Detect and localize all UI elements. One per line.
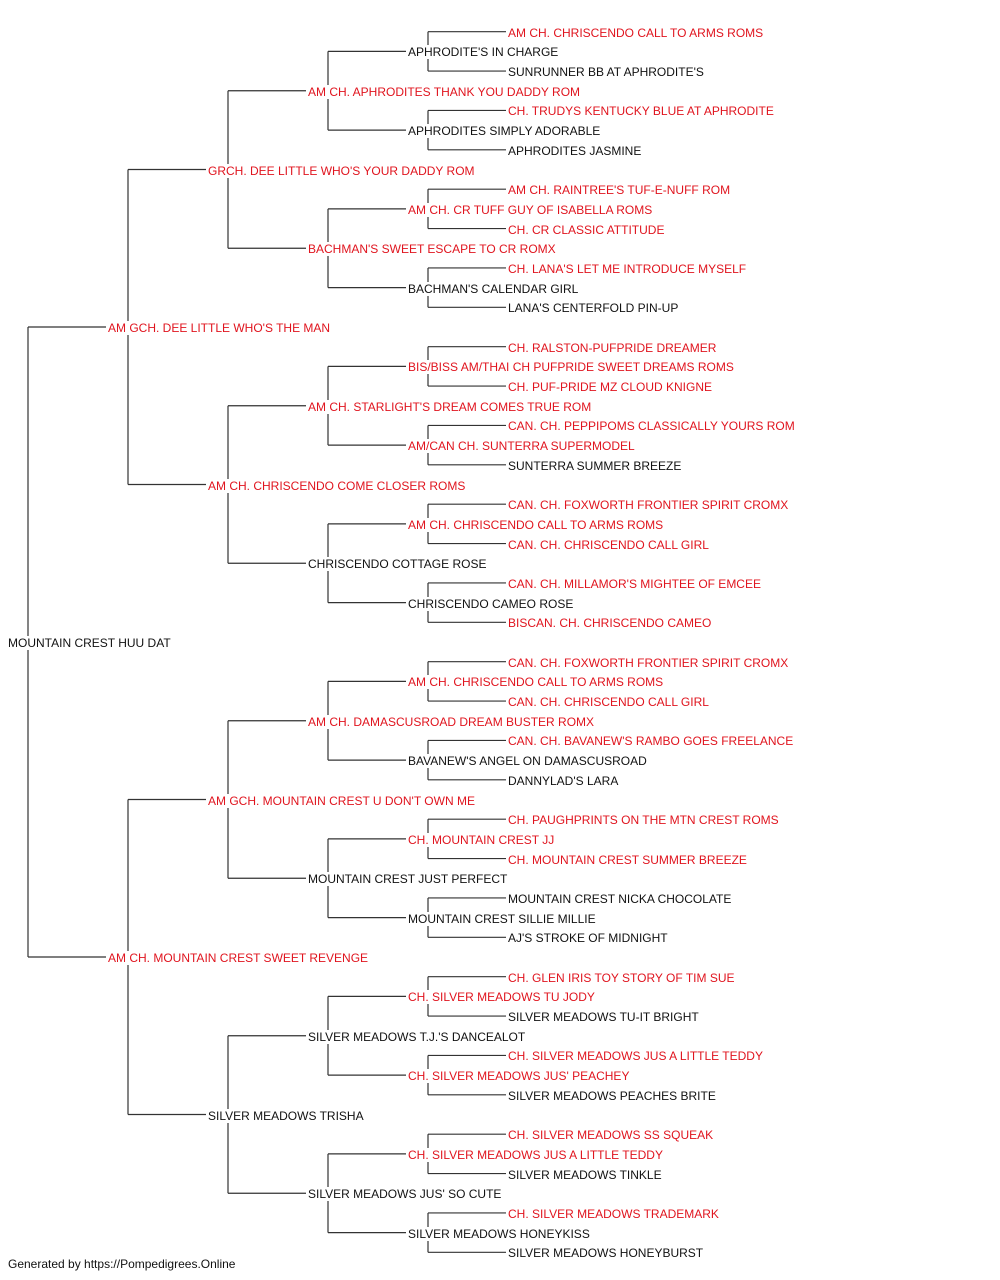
ancestor-name: CH. LANA'S LET ME INTRODUCE MYSELF — [507, 261, 748, 276]
ancestor-name: SILVER MEADOWS TU-IT BRIGHT — [507, 1010, 700, 1025]
ancestor-name: SILVER MEADOWS PEACHES BRITE — [507, 1088, 717, 1103]
ancestor-name: AM CH. MOUNTAIN CREST SWEET REVENGE — [107, 951, 370, 965]
ancestor-name: AM CH. RAINTREE'S TUF-E-NUFF ROM — [507, 183, 732, 198]
ancestor-name: CAN. CH. PEPPIPOMS CLASSICALLY YOURS ROM — [507, 419, 796, 434]
ancestor-name: BACHMAN'S CALENDAR GIRL — [407, 281, 580, 296]
ancestor-name: CAN. CH. FOXWORTH FRONTIER SPIRIT CROMX — [507, 498, 790, 513]
ancestor-name: CHRISCENDO COTTAGE ROSE — [307, 557, 488, 572]
ancestor-name: CH. CR CLASSIC ATTITUDE — [507, 222, 666, 237]
ancestor-name: SILVER MEADOWS JUS' SO CUTE — [307, 1187, 503, 1202]
footer-credit: Generated by https://Pompedigrees.Online — [8, 1257, 236, 1271]
ancestor-name: CAN. CH. CHRISCENDO CALL GIRL — [507, 695, 710, 710]
ancestor-name: SILVER MEADOWS HONEYBURST — [507, 1246, 705, 1261]
ancestor-name: SILVER MEADOWS TINKLE — [507, 1167, 663, 1182]
ancestor-name: SILVER MEADOWS TRISHA — [207, 1108, 365, 1123]
ancestor-name: AM CH. CHRISCENDO CALL TO ARMS ROMS — [407, 675, 665, 690]
ancestor-name: AM CH. APHRODITES THANK YOU DADDY ROM — [307, 84, 582, 99]
ancestor-name: AM CH. CHRISCENDO CALL TO ARMS ROMS — [507, 25, 765, 40]
ancestor-name: MOUNTAIN CREST JUST PERFECT — [307, 872, 509, 887]
ancestor-name: CAN. CH. FOXWORTH FRONTIER SPIRIT CROMX — [507, 655, 790, 670]
ancestor-name: AM CH. CHRISCENDO CALL TO ARMS ROMS — [407, 517, 665, 532]
ancestor-name: CH. SILVER MEADOWS JUS A LITTLE TEDDY — [507, 1049, 764, 1064]
ancestor-name: SILVER MEADOWS T.J.'S DANCEALOT — [307, 1029, 527, 1044]
ancestor-name: BISCAN. CH. CHRISCENDO CAMEO — [507, 616, 713, 631]
ancestor-name: CH. SILVER MEADOWS TRADEMARK — [507, 1206, 720, 1221]
ancestor-name: GRCH. DEE LITTLE WHO'S YOUR DADDY ROM — [207, 163, 476, 178]
ancestor-name: BIS/BISS AM/THAI CH PUFPRIDE SWEET DREAM… — [407, 360, 735, 375]
ancestor-name: DANNYLAD'S LARA — [507, 773, 620, 788]
ancestor-name: APHRODITES SIMPLY ADORABLE — [407, 124, 602, 139]
ancestor-name: AM CH. CHRISCENDO COME CLOSER ROMS — [207, 478, 467, 493]
ancestor-name: AM CH. DAMASCUSROAD DREAM BUSTER ROMX — [307, 714, 596, 729]
ancestor-name: CH. PAUGHPRINTS ON THE MTN CREST ROMS — [507, 813, 780, 828]
ancestor-name: CH. SILVER MEADOWS SS SQUEAK — [507, 1128, 715, 1143]
ancestor-name: CH. SILVER MEADOWS JUS A LITTLE TEDDY — [407, 1147, 664, 1162]
ancestor-name: AM/CAN CH. SUNTERRA SUPERMODEL — [407, 439, 636, 454]
ancestor-name: CH. GLEN IRIS TOY STORY OF TIM SUE — [507, 970, 736, 985]
ancestor-name: CHRISCENDO CAMEO ROSE — [407, 596, 575, 611]
ancestor-name: MOUNTAIN CREST SILLIE MILLIE — [407, 911, 597, 926]
ancestor-name: CAN. CH. BAVANEW'S RAMBO GOES FREELANCE — [507, 734, 795, 749]
ancestor-name: APHRODITE'S IN CHARGE — [407, 45, 560, 60]
ancestor-name: AM CH. STARLIGHT'S DREAM COMES TRUE ROM — [307, 399, 593, 414]
ancestor-name: AJ'S STROKE OF MIDNIGHT — [507, 931, 669, 946]
ancestor-name: CH. PUF-PRIDE MZ CLOUD KNIGNE — [507, 380, 714, 395]
ancestor-name: CH. TRUDYS KENTUCKY BLUE AT APHRODITE — [507, 104, 775, 119]
ancestor-name: BAVANEW'S ANGEL ON DAMASCUSROAD — [407, 754, 648, 769]
ancestor-name: CH. SILVER MEADOWS JUS' PEACHEY — [407, 1069, 631, 1084]
ancestor-name: SUNTERRA SUMMER BREEZE — [507, 458, 683, 473]
ancestor-name: AM CH. CR TUFF GUY OF ISABELLA ROMS — [407, 202, 654, 217]
ancestor-name: LANA'S CENTERFOLD PIN-UP — [507, 301, 680, 316]
ancestor-name: MOUNTAIN CREST NICKA CHOCOLATE — [507, 891, 733, 906]
ancestor-name: AM GCH. MOUNTAIN CREST U DON'T OWN ME — [207, 793, 476, 808]
ancestor-name: CH. MOUNTAIN CREST JJ — [407, 832, 556, 847]
ancestor-name: CH. SILVER MEADOWS TU JODY — [407, 990, 596, 1005]
ancestor-name: CH. RALSTON-PUFPRIDE DREAMER — [507, 340, 718, 355]
ancestor-name: BACHMAN'S SWEET ESCAPE TO CR ROMX — [307, 242, 557, 257]
ancestor-name: CAN. CH. CHRISCENDO CALL GIRL — [507, 537, 710, 552]
ancestor-name: AM GCH. DEE LITTLE WHO'S THE MAN — [107, 321, 332, 335]
ancestor-name: SUNRUNNER BB AT APHRODITE'S — [507, 65, 705, 80]
ancestor-name: SILVER MEADOWS HONEYKISS — [407, 1226, 591, 1241]
ancestor-name: APHRODITES JASMINE — [507, 143, 643, 158]
subject-dog-name: MOUNTAIN CREST HUU DAT — [7, 636, 172, 650]
ancestor-name: CAN. CH. MILLAMOR'S MIGHTEE OF EMCEE — [507, 576, 762, 591]
ancestor-name: CH. MOUNTAIN CREST SUMMER BREEZE — [507, 852, 748, 867]
